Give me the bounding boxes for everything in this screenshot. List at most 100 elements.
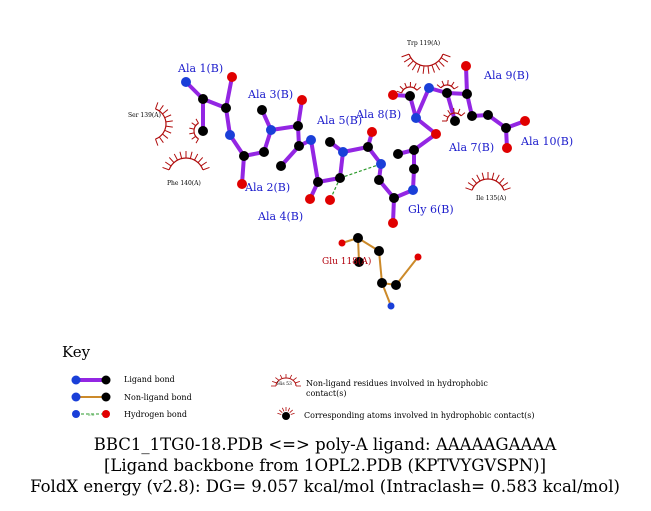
carbon-atom [450, 116, 460, 126]
nitrogen-atom [376, 159, 386, 169]
nitrogen-atom [225, 130, 235, 140]
phe140-hydrophobic-arc [162, 151, 210, 171]
nitrogen-atom [387, 302, 395, 310]
nonligand-bond [378, 250, 383, 284]
key-hydrophobic-atom-ticks [277, 407, 295, 415]
carbon-atom [442, 88, 452, 98]
key-nonligand-bond-n-atom [71, 392, 81, 402]
key-hbond-o-atom [102, 410, 110, 418]
oxygen-atom [461, 61, 471, 71]
nitrogen-atom [424, 83, 434, 93]
key-nonligand-bond-c-atom [101, 392, 111, 402]
carbon-atom [353, 233, 363, 243]
residue-label-ala10: Ala 10(B) [520, 135, 573, 148]
carbon-atom [377, 278, 387, 288]
residue-label-ala7: Ala 7(B) [448, 141, 494, 154]
residue-label-ala2: Ala 2(B) [244, 181, 290, 194]
carbon-atom [354, 257, 364, 267]
key-hydrophobic-residue-label-line1: Non-ligand residues involved in hydropho… [306, 379, 488, 388]
oxygen-atom [388, 218, 398, 228]
carbon-atom [198, 126, 208, 136]
hydrophobic-contacts [155, 53, 511, 191]
carbon-atom [221, 103, 231, 113]
hydrophobic-label-ser139: Ser 139(A) [128, 112, 161, 119]
residue-label-ala1: Ala 1(B) [177, 62, 223, 75]
caption-line-3: FoldX energy (v2.8): DG= 9.057 kcal/mol … [30, 477, 620, 496]
carbon-atom [374, 175, 384, 185]
key-hbond-n-atom [72, 410, 80, 418]
key-hbond-length-sample: 3.0 [88, 412, 95, 417]
oxygen-atom [338, 239, 346, 247]
carbon-atom [462, 89, 472, 99]
nitrogen-atom [306, 135, 316, 145]
key-hydrophobic-residue-label-line2: contact(s) [306, 389, 346, 398]
key-hydrophobic-atom-icon [282, 412, 290, 420]
oxygen-atom [502, 143, 512, 153]
carbon-atom [198, 94, 208, 104]
carbon-atom [239, 151, 249, 161]
oxygen-atom [227, 72, 237, 82]
ala9-cb-contact [442, 108, 466, 122]
residue-label-glu118: Glu 118(A) [322, 256, 371, 267]
carbon-atom [276, 161, 286, 171]
key-ligand-bond-c-atom [101, 375, 111, 385]
carbon-atom [257, 105, 267, 115]
carbon-atom [335, 173, 345, 183]
hydrophobic-label-trp119: Trp 119(A) [407, 40, 440, 47]
nonligand-bond [395, 256, 419, 286]
trp119-hydrophobic-arc [401, 53, 451, 74]
oxygen-atom [431, 129, 441, 139]
carbon-atom [294, 141, 304, 151]
key-hydrophobic-residue-ticks [271, 374, 301, 387]
carbon-atom [391, 280, 401, 290]
carbon-atom [501, 123, 511, 133]
ala8-ca-contact [396, 81, 422, 94]
carbon-atom [409, 164, 419, 174]
hydrophobic-label-phe140: Phe 140(A) [167, 180, 201, 187]
caption-line-2: [Ligand backbone from 1OPL2.PDB (KPTVYGV… [104, 456, 546, 475]
key-hbond-label: Hydrogen bond [124, 410, 187, 419]
key-nonligand-bond-label: Non-ligand bond [124, 393, 192, 402]
oxygen-atom [325, 195, 335, 205]
key-ligand-bond-n-atom [71, 375, 81, 385]
ser139-hydrophobic-arc [155, 102, 173, 146]
nitrogen-atom [408, 185, 418, 195]
oxygen-atom [520, 116, 530, 126]
carbon-atom [483, 110, 493, 120]
key-title: Key [62, 343, 91, 361]
atoms [181, 61, 530, 310]
residue-label-gly6: Gly 6(B) [408, 203, 454, 216]
oxygen-atom [305, 194, 315, 204]
nitrogen-atom [266, 125, 276, 135]
residue-label-ala5: Ala 5(B) [316, 114, 362, 127]
nitrogen-atom [338, 147, 348, 157]
ala9-ca-contact [436, 80, 459, 90]
key-hydrophobic-atom-label: Corresponding atoms involved in hydropho… [304, 411, 535, 420]
residue-label-ala9: Ala 9(B) [483, 69, 529, 82]
oxygen-atom [237, 179, 247, 189]
caption-line-1: BBC1_1TG0-18.PDB <=> poly-A ligand: AAAA… [94, 435, 558, 454]
residue-label-ala3: Ala 3(B) [247, 88, 293, 101]
oxygen-atom [414, 253, 422, 261]
carbon-atom [374, 246, 384, 256]
oxygen-atom [388, 90, 398, 100]
hydrogen-bond [339, 163, 382, 179]
residue-label-ala8: Ala 8(B) [355, 108, 401, 121]
ligand-bond [414, 86, 431, 120]
ala1-cb-contact [189, 118, 199, 144]
carbon-atom [393, 149, 403, 159]
carbon-atom [325, 137, 335, 147]
carbon-atom [409, 145, 419, 155]
carbon-atom [259, 147, 269, 157]
carbon-atom [293, 121, 303, 131]
key-hydrophobic-residue-sample: His 53 [277, 381, 292, 387]
oxygen-atom [297, 95, 307, 105]
carbon-atom [405, 91, 415, 101]
hydrophobic-label-ile135: Ile 135(A) [476, 195, 506, 202]
ile135-hydrophobic-arc [465, 172, 511, 191]
ligand-bond [309, 138, 320, 184]
oxygen-atom [367, 127, 377, 137]
carbon-atom [313, 177, 323, 187]
ligand-bond [224, 75, 234, 110]
